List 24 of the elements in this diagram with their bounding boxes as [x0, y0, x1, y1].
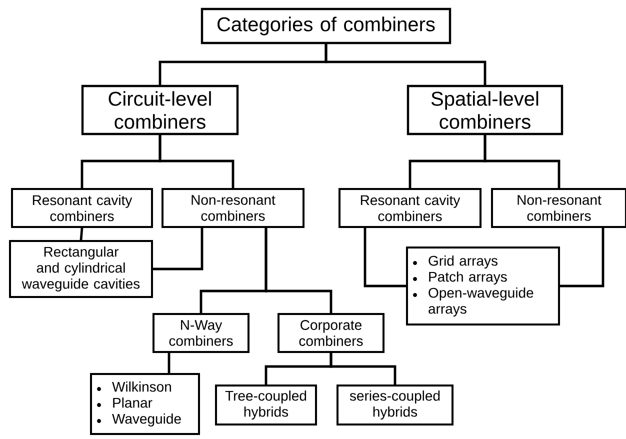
category-box: series-coupled hybrids: [336, 384, 454, 426]
category-box: Circuit-level combiners: [81, 84, 239, 136]
category-box: Resonant cavity combiners: [338, 188, 482, 228]
connector-line: [168, 352, 170, 374]
category-box: Non-resonant combiners: [491, 188, 626, 228]
category-box: Tree-coupled hybrids: [215, 384, 317, 426]
connector-line: [264, 226, 332, 314]
connector-line: [152, 226, 204, 270]
category-box: Categories of combiners: [200, 8, 452, 44]
connector-line: [324, 42, 486, 86]
category-box: Non-resonant combiners: [162, 188, 304, 228]
connector-line: [80, 226, 84, 242]
category-box: N-Way combiners: [152, 313, 250, 353]
connector-line: [364, 226, 408, 288]
list-box: Wilkinson Planar Waveguide: [90, 373, 200, 435]
category-box: Resonant cavity combiners: [11, 188, 153, 228]
connector-line: [558, 226, 604, 288]
connector-line: [330, 352, 396, 386]
category-box: Corporate combiners: [278, 313, 384, 353]
category-box: Rectangular and cylindrical waveguide cavities: [9, 240, 153, 298]
list-box: Grid arrays Patch arrays Open-waveguide arrays: [406, 246, 560, 326]
connector-line: [158, 134, 234, 190]
connector-line: [484, 134, 560, 190]
category-box: Spatial-level combiners: [406, 84, 564, 136]
